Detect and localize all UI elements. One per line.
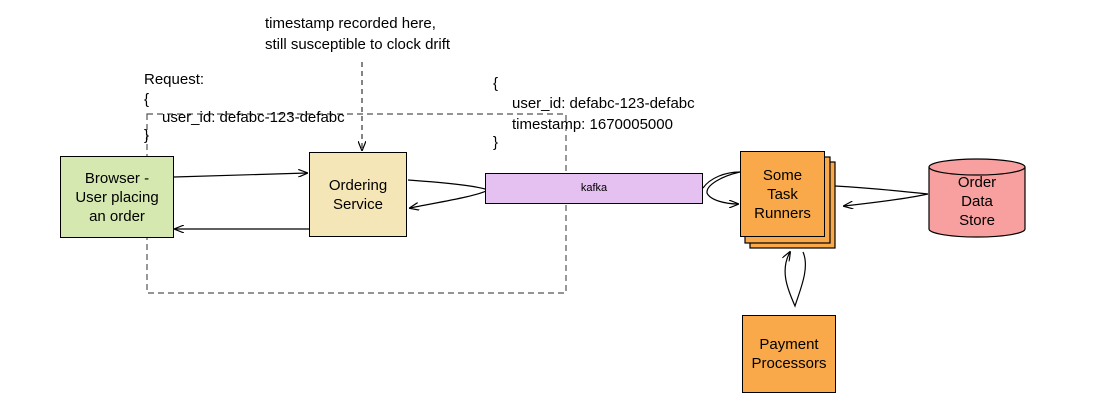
event-field-user-id: user_id: defabc-123-defabc xyxy=(512,95,695,112)
request-close-brace: } xyxy=(144,127,150,144)
annotation-line-2: still susceptible to clock drift xyxy=(265,36,451,53)
data-store-cylinder xyxy=(928,158,1026,238)
arrow-browser-to-ordering xyxy=(173,173,307,178)
annotation-line-1: timestamp recorded here, xyxy=(265,15,436,32)
event-close-brace: } xyxy=(493,134,499,151)
event-field-timestamp: timestamp: 1670005000 xyxy=(512,116,673,133)
order-data-store-node[interactable]: Order Data Store xyxy=(957,173,997,229)
arrow-ordering-to-kafka xyxy=(407,179,490,208)
arrow-kafka-to-runners xyxy=(702,171,741,204)
arrow-runners-to-store xyxy=(834,185,929,206)
event-open-brace: { xyxy=(493,75,499,92)
arrow-runners-to-payment xyxy=(785,252,807,308)
request-label: Request: xyxy=(144,71,205,88)
ordering-service-node[interactable]: Ordering Service xyxy=(309,152,407,237)
request-open-brace: { xyxy=(144,91,150,108)
kafka-topic-node[interactable]: kafka xyxy=(485,173,703,204)
request-field: user_id: defabc-123-defabc xyxy=(162,109,345,126)
browser-node[interactable]: Browser - User placing an order xyxy=(60,156,174,238)
task-runners-node[interactable]: Some Task Runners xyxy=(740,151,825,237)
payment-processors-node[interactable]: Payment Processors xyxy=(742,315,836,393)
